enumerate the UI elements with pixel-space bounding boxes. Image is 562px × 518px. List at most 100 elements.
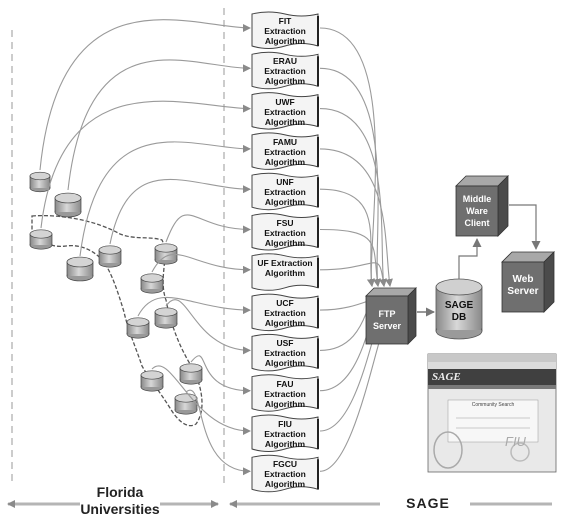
algorithm-suffix: Extraction Algorithm — [264, 66, 306, 87]
university-db-cylinder — [98, 245, 122, 268]
university-to-algorithm-arrow — [185, 389, 251, 476]
algorithm-suffix: Extraction Algorithm — [264, 227, 306, 248]
algorithm-to-ftp-arrow — [319, 148, 393, 287]
university-db-cylinder — [140, 370, 164, 392]
algorithm-name: FIT — [278, 16, 292, 26]
algorithm-suffix: Extraction Algorithm — [264, 308, 306, 329]
algorithm-name: UCF — [276, 298, 294, 309]
university-db-cylinder — [54, 192, 82, 218]
algorithm-to-ftp-arrow — [319, 108, 387, 287]
algorithm-suffix: Extraction Algorithm — [264, 187, 306, 208]
algorithm-document — [251, 51, 319, 90]
algorithm-document — [251, 92, 319, 130]
algorithm-suffix: Extraction Algorithm — [264, 106, 306, 127]
middleware-line3: Client — [464, 218, 490, 228]
algorithm-document — [251, 132, 319, 170]
ftp-server-cube — [365, 287, 417, 345]
svg-text:FIU: FIU — [505, 434, 527, 449]
web-server-line1: Web — [512, 274, 534, 285]
university-to-algorithm-arrow — [109, 179, 251, 245]
algorithm-to-ftp-arrow — [319, 27, 376, 287]
university-to-algorithm-arrow — [67, 59, 251, 191]
algorithm-to-ftp-arrow — [319, 188, 375, 287]
middleware-label: Middle Ware Client — [456, 193, 498, 229]
algorithm-suffix: Extraction Algorithm — [264, 26, 306, 46]
middleware-client-cube — [455, 175, 509, 237]
algorithm-to-ftp-arrow — [319, 262, 387, 287]
sage-region-label: SAGE — [406, 495, 450, 511]
university-db-cylinder — [126, 317, 150, 339]
sage-db-cylinder — [435, 278, 483, 340]
web-server-label: Web Server — [502, 274, 544, 298]
ftp-server-label: FTP Server — [366, 308, 408, 332]
university-to-algorithm-arrow — [165, 299, 251, 355]
algorithm-name: UNF — [276, 177, 294, 188]
algorithm-suffix: Extraction Algorithm — [264, 388, 306, 409]
algorithm-document — [251, 11, 319, 49]
algorithm-name: ERAU — [272, 56, 298, 67]
web-server-line2: Server — [507, 286, 539, 297]
university-db-cylinder — [174, 393, 198, 415]
algorithm-to-ftp-arrow — [319, 228, 381, 287]
algorithm-name: USF — [276, 338, 294, 349]
university-to-algorithm-arrow — [39, 19, 251, 171]
algorithm-suffix: Extraction Algorithm — [264, 429, 306, 449]
university-db-cylinder — [154, 243, 178, 265]
university-to-algorithm-arrow — [151, 365, 251, 435]
university-db-cylinder — [29, 171, 51, 193]
university-db-cylinder — [140, 273, 164, 294]
algorithm-document — [251, 414, 319, 452]
algorithm-document — [251, 213, 319, 251]
algorithm-document — [251, 293, 319, 332]
university-db-cylinder — [66, 256, 94, 282]
screenshot-logo: SAGE — [432, 371, 461, 383]
university-to-algorithm-arrow — [165, 214, 251, 243]
university-to-algorithm-arrow — [151, 253, 251, 274]
db-label-line1: SAGE — [444, 300, 474, 311]
algorithm-document — [251, 172, 319, 211]
middleware-to-webserver-arrow — [509, 204, 541, 250]
algorithm-name: UWF — [275, 96, 295, 107]
screenshot-heading: Community Search — [471, 402, 515, 408]
ftp-label-line2: Server — [372, 321, 402, 331]
region-left-line2: Universities — [80, 501, 160, 517]
algorithm-suffix: Extraction Algorithm — [264, 146, 306, 167]
florida-universities-label: Florida Universities — [80, 484, 160, 518]
university-db-cylinder — [29, 229, 53, 250]
algorithm-suffix: Algorithm — [264, 267, 306, 278]
ftp-label-line1: FTP — [378, 309, 396, 319]
algorithm-document — [251, 253, 319, 291]
algorithm-name: FAU — [276, 378, 294, 389]
algorithm-name: FGCU — [272, 459, 298, 470]
sage-db-label: SAGE DB — [436, 300, 482, 324]
algorithm-suffix: Extraction Algorithm — [264, 348, 306, 369]
db-label-line2: DB — [451, 312, 467, 323]
florida-map-outline — [31, 214, 203, 427]
algorithm-document — [251, 454, 319, 493]
algorithm-name: FSU — [276, 217, 294, 228]
algorithm-name: FAMU — [272, 136, 298, 147]
university-to-algorithm-arrow — [79, 141, 251, 257]
algorithm-document — [251, 374, 319, 412]
university-to-algorithm-arrow — [190, 355, 251, 395]
sage-web-screenshot: FIU — [427, 353, 557, 473]
university-db-cylinder — [154, 307, 178, 329]
db-to-middleware-arrow — [458, 238, 482, 279]
middleware-line1: Middle — [462, 194, 492, 204]
university-to-algorithm-arrow — [40, 100, 251, 229]
university-db-cylinder — [179, 363, 203, 385]
algorithm-name: UF Extraction — [257, 257, 313, 268]
region-left-line1: Florida — [96, 484, 144, 500]
